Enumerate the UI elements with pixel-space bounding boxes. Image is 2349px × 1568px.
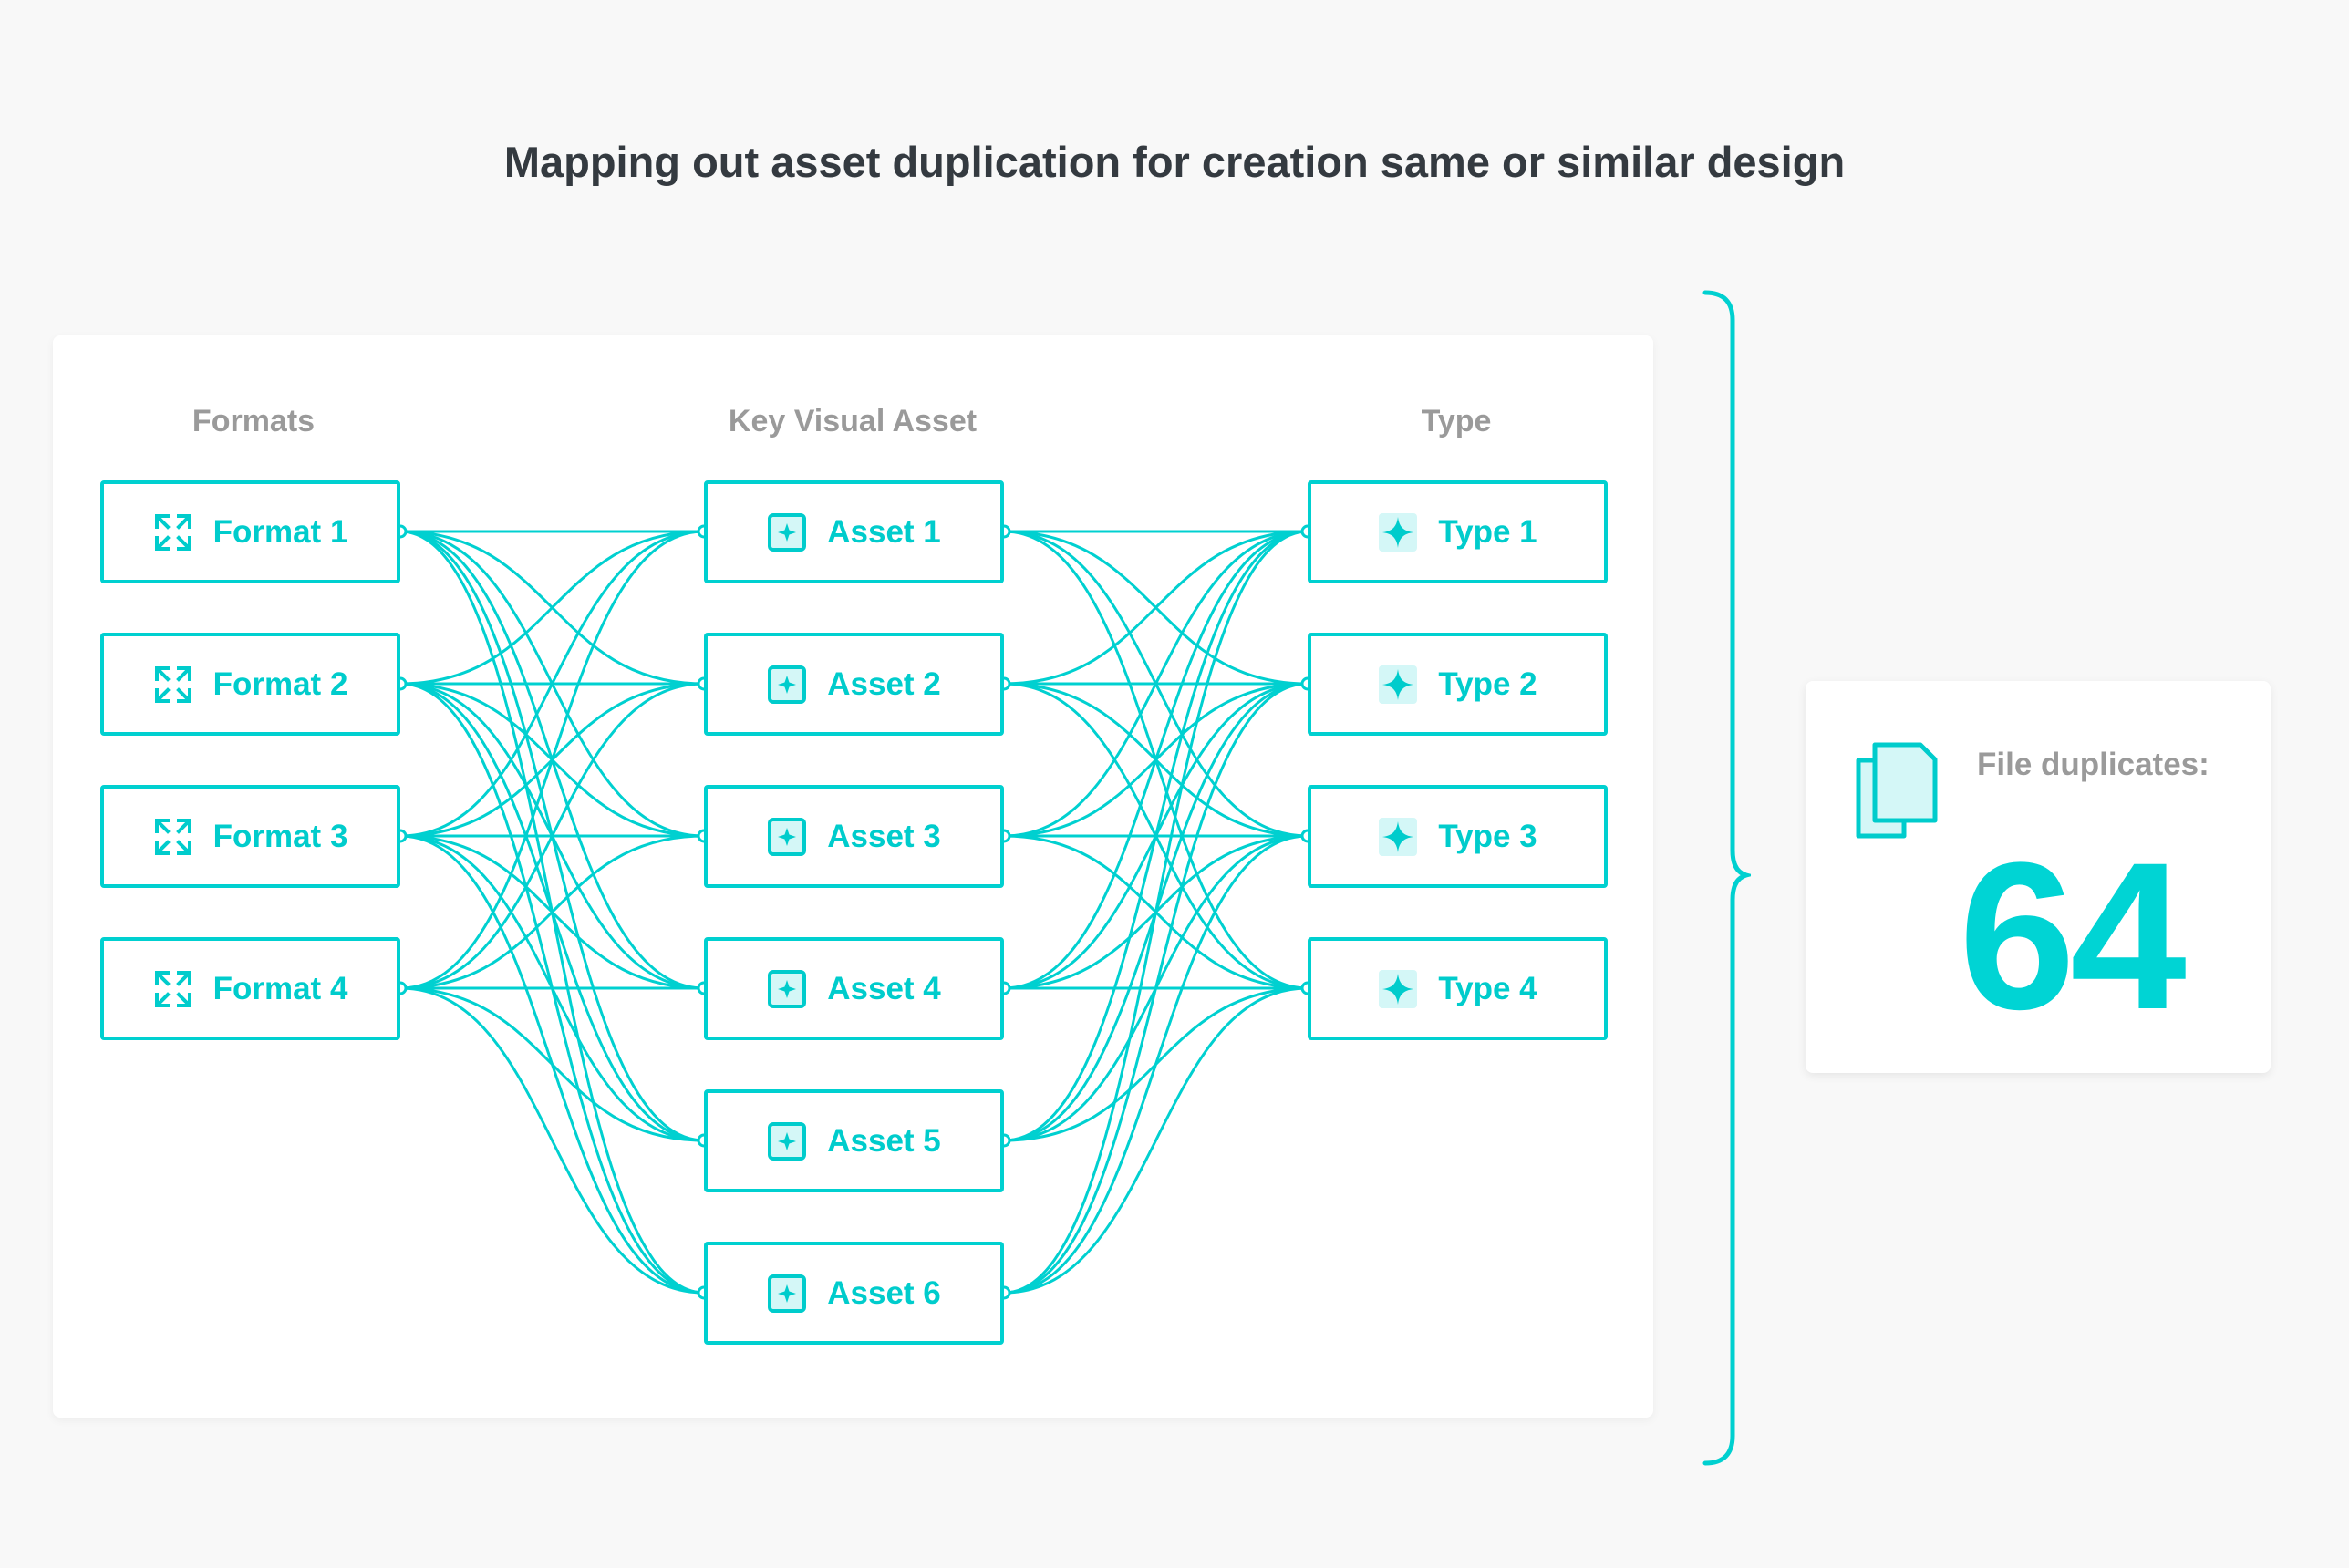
asset-node-4[interactable]: Asset 4 (704, 937, 1004, 1040)
file-duplicates-label: File duplicates: (1977, 747, 2209, 782)
expand-arrows-icon (153, 512, 193, 552)
format-node-1[interactable]: Format 1 (100, 480, 400, 583)
asset-label: Asset 3 (827, 818, 941, 854)
asset-node-6[interactable]: Asset 6 (704, 1242, 1004, 1345)
sparkle-square-icon (767, 969, 807, 1009)
asset-label: Asset 1 (827, 513, 941, 550)
format-node-2[interactable]: Format 2 (100, 633, 400, 736)
asset-label: Asset 6 (827, 1274, 941, 1311)
asset-label: Asset 5 (827, 1122, 941, 1159)
asset-type-link (1003, 530, 1309, 1142)
type-label: Type 1 (1438, 513, 1537, 550)
file-duplicates-card: File duplicates: 64 (1806, 681, 2271, 1073)
column-header-assets: Key Visual Asset (728, 404, 978, 438)
asset-node-2[interactable]: Asset 2 (704, 633, 1004, 736)
sparkle-square-icon (767, 665, 807, 705)
sparkle-square-icon (767, 1274, 807, 1314)
format-asset-link (399, 530, 705, 686)
format-node-3[interactable]: Format 3 (100, 785, 400, 888)
type-label: Type 3 (1438, 818, 1537, 854)
format-asset-link (399, 682, 705, 990)
file-duplicates-value: 64 (1959, 819, 2187, 1053)
sparkle-square-icon (767, 1121, 807, 1161)
asset-type-link (1003, 834, 1309, 1295)
asset-type-link (1003, 530, 1309, 686)
column-header-formats: Formats (191, 404, 316, 438)
sparkle-star-icon (1378, 665, 1418, 705)
asset-label: Asset 2 (827, 665, 941, 702)
sparkle-star-icon (1378, 969, 1418, 1009)
format-label: Format 2 (212, 665, 348, 702)
asset-label: Asset 4 (827, 970, 941, 1006)
curly-brace (1702, 290, 1751, 1466)
format-node-4[interactable]: Format 4 (100, 937, 400, 1040)
type-label: Type 2 (1438, 665, 1537, 702)
expand-arrows-icon (153, 969, 193, 1009)
asset-node-3[interactable]: Asset 3 (704, 785, 1004, 888)
sparkle-star-icon (1378, 512, 1418, 552)
sparkle-square-icon (767, 817, 807, 857)
sparkle-square-icon (767, 512, 807, 552)
asset-node-1[interactable]: Asset 1 (704, 480, 1004, 583)
type-node-3[interactable]: Type 3 (1308, 785, 1608, 888)
type-node-2[interactable]: Type 2 (1308, 633, 1608, 736)
expand-arrows-icon (153, 665, 193, 705)
column-header-types: Type (1421, 404, 1492, 438)
type-node-4[interactable]: Type 4 (1308, 937, 1608, 1040)
format-label: Format 1 (212, 513, 348, 550)
asset-type-link (1003, 986, 1309, 1295)
asset-type-link (1003, 530, 1309, 990)
format-asset-link (399, 530, 705, 838)
format-asset-link (399, 530, 705, 990)
asset-node-5[interactable]: Asset 5 (704, 1089, 1004, 1192)
format-label: Format 4 (212, 970, 348, 1006)
sparkle-star-icon (1378, 817, 1418, 857)
type-node-1[interactable]: Type 1 (1308, 480, 1608, 583)
expand-arrows-icon (153, 817, 193, 857)
asset-type-link (1003, 682, 1309, 1295)
format-asset-link (399, 986, 705, 1295)
format-asset-link (399, 834, 705, 990)
format-label: Format 3 (212, 818, 348, 854)
asset-type-link (1003, 530, 1309, 1295)
format-asset-link (399, 986, 705, 1142)
type-label: Type 4 (1438, 970, 1537, 1006)
page-title: Mapping out asset duplication for creati… (503, 138, 1846, 186)
file-duplicate-icon (1851, 740, 1942, 841)
asset-type-link (1003, 530, 1309, 838)
